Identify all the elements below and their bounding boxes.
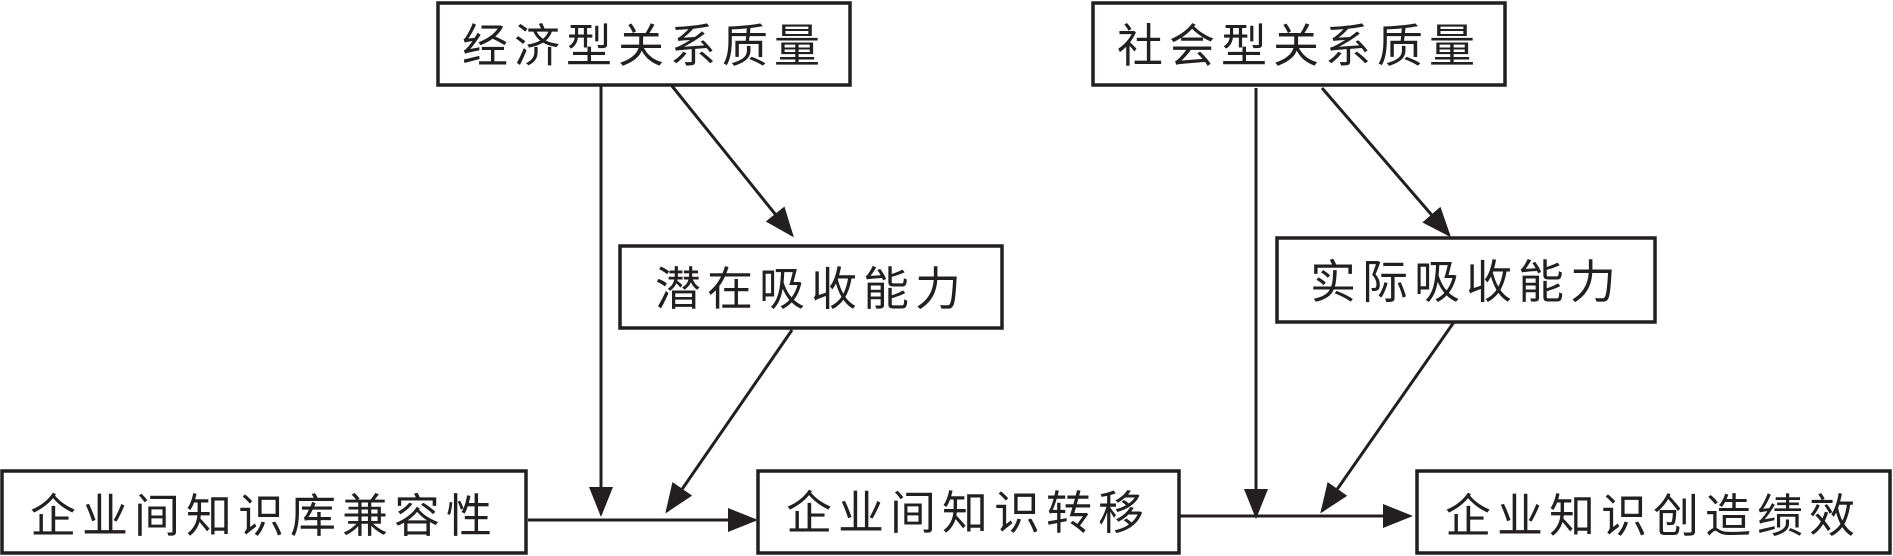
node-knowledge-creation: 企业知识创造绩效 <box>1415 469 1892 555</box>
node-knowledge-compatibility: 企业间知识库兼容性 <box>0 469 528 555</box>
node-knowledge-transfer-box <box>756 469 1181 555</box>
node-social-quality-label: 社会型关系质量 <box>1117 19 1481 73</box>
edges <box>528 85 1456 532</box>
node-knowledge-transfer-label: 企业间知识转移 <box>786 486 1150 540</box>
node-potential-absorptive-label: 潜在吸收能力 <box>655 262 967 316</box>
edge-potential-to-main-link <box>665 329 794 514</box>
node-economic-quality-label: 经济型关系质量 <box>462 19 826 73</box>
edge-realized-to-main-link <box>1320 321 1456 514</box>
node-realized-absorptive: 实际吸收能力 <box>1275 236 1657 324</box>
node-economic-quality: 经济型关系质量 <box>436 1 852 87</box>
node-social-quality-box <box>1091 1 1507 87</box>
node-economic-quality-box <box>436 1 852 87</box>
node-potential-absorptive-box <box>618 244 1004 330</box>
node-realized-absorptive-box <box>1275 236 1657 324</box>
node-social-quality: 社会型关系质量 <box>1091 1 1507 87</box>
edge-economic-to-potential <box>670 85 794 238</box>
edge-social-to-realized <box>1320 87 1451 238</box>
node-knowledge-compatibility-box <box>0 469 528 555</box>
node-potential-absorptive: 潜在吸收能力 <box>618 244 1004 330</box>
node-knowledge-creation-label: 企业知识创造绩效 <box>1445 489 1861 543</box>
node-realized-absorptive-label: 实际吸收能力 <box>1310 255 1622 309</box>
node-knowledge-compatibility-label: 企业间知识库兼容性 <box>30 489 498 543</box>
node-knowledge-creation-box <box>1415 469 1892 555</box>
node-knowledge-transfer: 企业间知识转移 <box>756 469 1181 555</box>
